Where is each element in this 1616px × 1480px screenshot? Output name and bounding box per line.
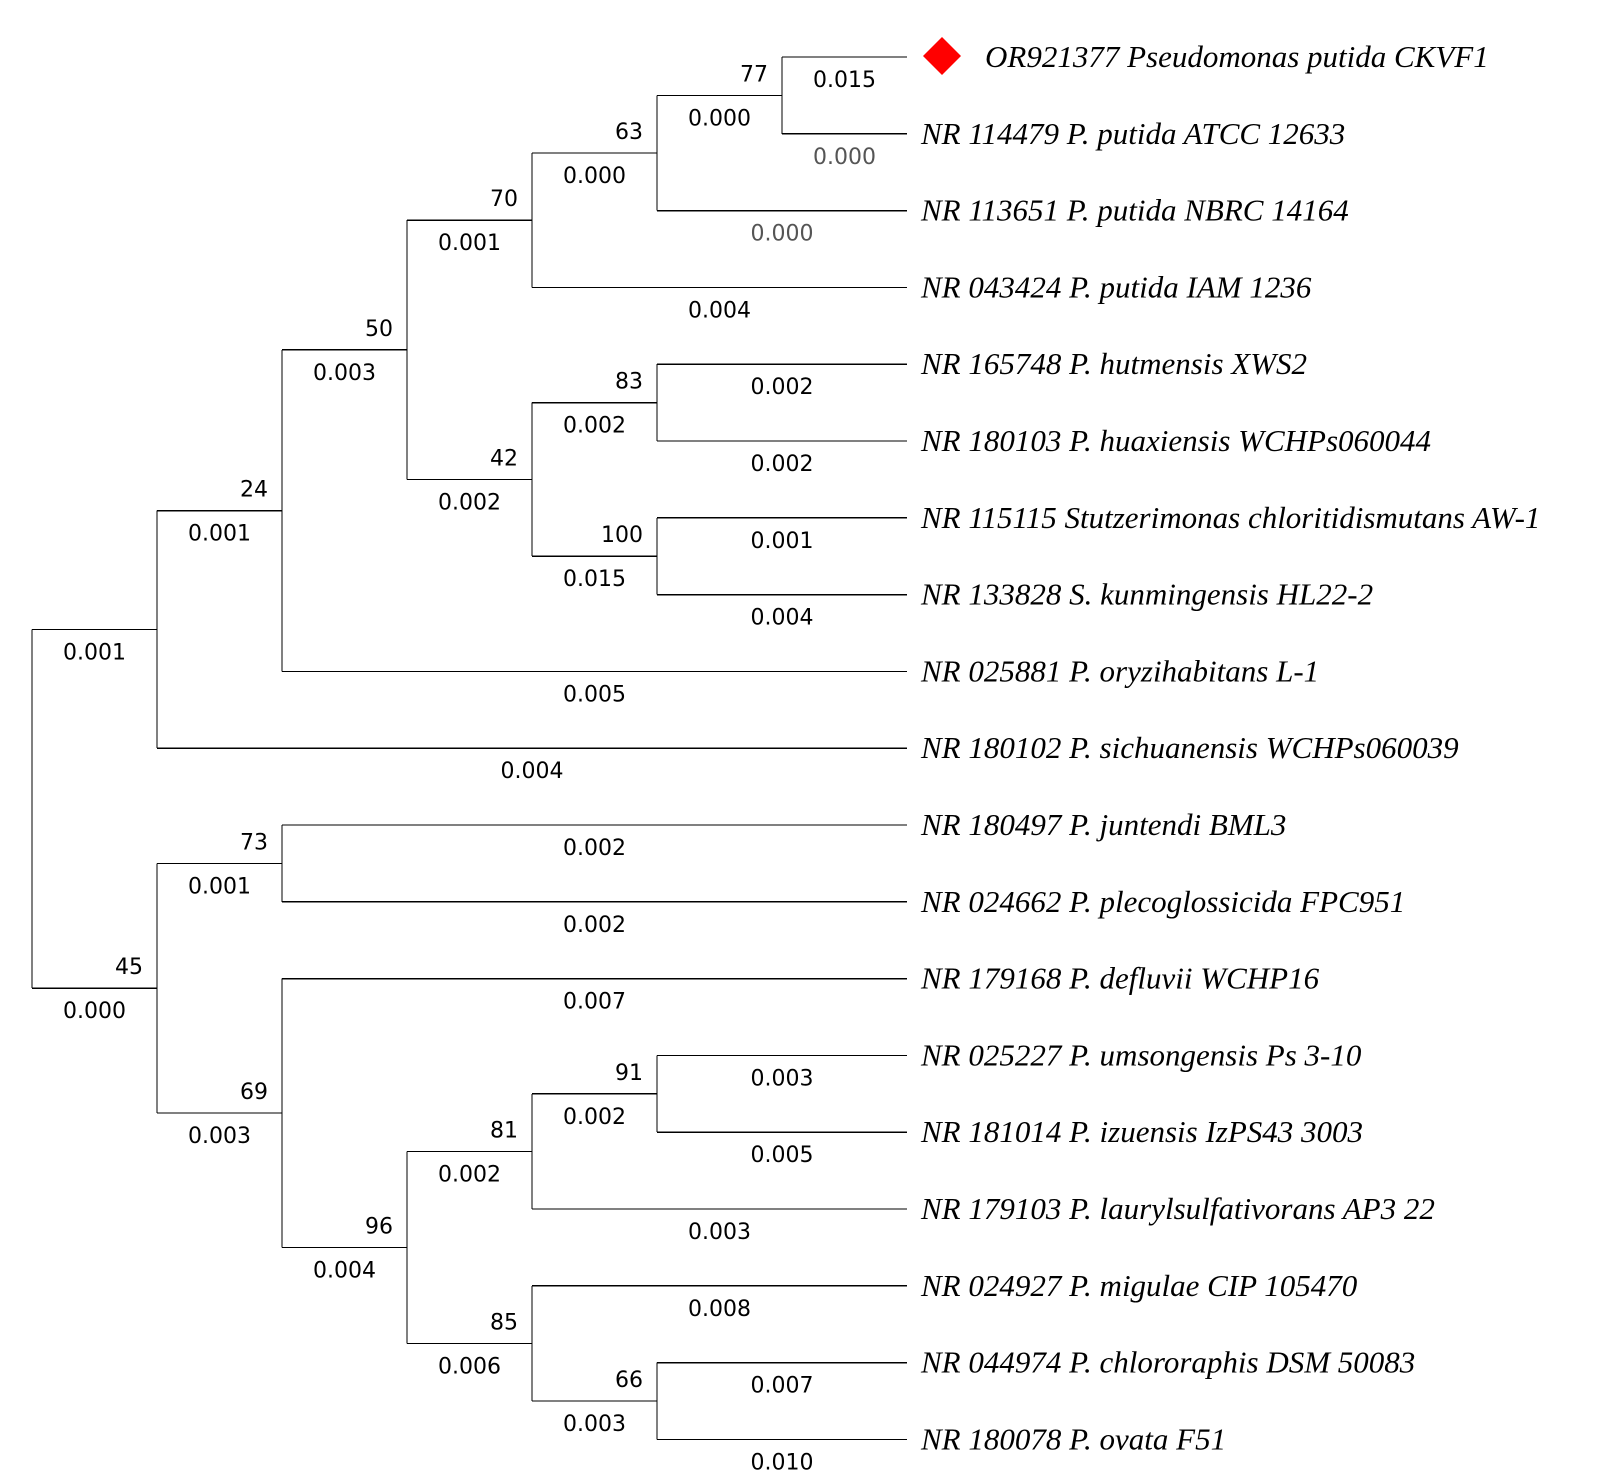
branch-length-nB2: 0.003 — [188, 1124, 251, 1149]
branch-length-t11: 0.002 — [563, 836, 626, 861]
bootstrap-nB: 45 — [115, 955, 143, 980]
taxon-label-t2: NR 114479 P. putida ATCC 12633 — [920, 116, 1345, 151]
branch-length-nA8: 0.015 — [563, 567, 626, 592]
branch-length-nA6: 0.000 — [688, 106, 751, 131]
branch-length-t15: 0.005 — [751, 1143, 814, 1168]
branch-length-t8: 0.004 — [751, 606, 814, 631]
branch-length-nA7: 0.002 — [563, 414, 626, 439]
branch-length-t6: 0.002 — [751, 452, 814, 477]
bootstrap-nB7: 66 — [615, 1368, 643, 1393]
branch-length-nB4: 0.002 — [438, 1162, 501, 1187]
branch-length-nA3: 0.001 — [438, 231, 501, 256]
branch-length-nB3: 0.004 — [313, 1258, 376, 1283]
taxon-label-t1: OR921377 Pseudomonas putida CKVF1 — [985, 39, 1489, 74]
bootstrap-nA2: 50 — [365, 317, 393, 342]
bootstrap-nA1: 24 — [240, 478, 268, 503]
branch-length-t5: 0.002 — [751, 375, 814, 400]
branch-length-t14: 0.003 — [751, 1066, 814, 1091]
bootstrap-nA3: 70 — [490, 187, 518, 212]
branch-length-nA5: 0.000 — [563, 164, 626, 189]
taxon-label-t9: NR 025881 P. oryzihabitans L-1 — [920, 653, 1319, 688]
branch-length-nA1: 0.001 — [188, 522, 251, 547]
tree-labels: 0.001 0.000 0.001 0.004 0.003 0.005 0.001 0.002… — [63, 37, 1540, 1475]
tree-branches — [31, 56, 907, 1441]
branch-length-t9: 0.005 — [563, 682, 626, 707]
branch-length-nB7: 0.003 — [563, 1412, 626, 1437]
bootstrap-nB3: 96 — [365, 1214, 393, 1239]
taxon-label-t17: NR 024927 P. migulae CIP 105470 — [920, 1268, 1358, 1303]
bootstrap-nB5: 85 — [490, 1310, 518, 1335]
taxon-label-t8: NR 133828 S. kunmingensis HL22-2 — [920, 577, 1373, 612]
bootstrap-nA8: 100 — [601, 523, 643, 548]
bootstrap-nA4: 42 — [490, 446, 518, 471]
branch-length-t3: 0.000 — [751, 222, 814, 247]
taxon-label-t5: NR 165748 P. hutmensis XWS2 — [920, 346, 1307, 381]
branch-length-t18: 0.007 — [751, 1374, 814, 1399]
bootstrap-nB4: 81 — [490, 1118, 518, 1143]
branch-length-t7: 0.001 — [751, 529, 814, 554]
taxon-label-t15: NR 181014 P. izuensis IzPS43 3003 — [920, 1114, 1363, 1149]
taxon-label-t19: NR 180078 P. ovata F51 — [920, 1421, 1226, 1456]
branch-length-nA: 0.001 — [63, 640, 126, 665]
bootstrap-nB2: 69 — [240, 1080, 268, 1105]
taxon-label-t16: NR 179103 P. laurylsulfativorans AP3 22 — [920, 1191, 1435, 1226]
branch-length-t10: 0.004 — [501, 759, 564, 784]
bootstrap-nB6: 91 — [615, 1061, 643, 1086]
taxon-label-t14: NR 025227 P. umsongensis Ps 3-10 — [920, 1037, 1362, 1072]
branch-length-t19: 0.010 — [751, 1450, 814, 1475]
bootstrap-nA6: 77 — [740, 62, 768, 87]
branch-length-t1: 0.015 — [813, 68, 876, 93]
branch-length-t2: 0.000 — [813, 145, 876, 170]
taxon-label-t18: NR 044974 P. chlororaphis DSM 50083 — [920, 1345, 1415, 1380]
taxon-label-t11: NR 180497 P. juntendi BML3 — [920, 807, 1286, 842]
taxon-label-t3: NR 113651 P. putida NBRC 14164 — [920, 193, 1349, 228]
branch-length-t17: 0.008 — [688, 1297, 751, 1322]
branch-length-nB1: 0.001 — [188, 874, 251, 899]
branch-length-nB6: 0.002 — [563, 1105, 626, 1130]
taxon-label-t12: NR 024662 P. plecoglossicida FPC951 — [920, 884, 1405, 919]
branch-length-nA4: 0.002 — [438, 490, 501, 515]
bootstrap-nA7: 83 — [615, 370, 643, 395]
branch-length-nB: 0.000 — [63, 999, 126, 1024]
query-marker-icon — [923, 37, 961, 75]
taxon-label-t13: NR 179168 P. defluvii WCHP16 — [920, 961, 1320, 996]
taxon-label-t4: NR 043424 P. putida IAM 1236 — [920, 269, 1312, 304]
taxon-label-t10: NR 180102 P. sichuanensis WCHPs060039 — [920, 730, 1459, 765]
taxon-label-t6: NR 180103 P. huaxiensis WCHPs060044 — [920, 423, 1431, 458]
branch-length-nB5: 0.006 — [438, 1354, 501, 1379]
branch-length-t16: 0.003 — [688, 1220, 751, 1245]
branch-length-t13: 0.007 — [563, 990, 626, 1015]
branch-length-nA2: 0.003 — [313, 361, 376, 386]
taxon-label-t7: NR 115115 Stutzerimonas chloritidismutan… — [920, 500, 1540, 535]
bootstrap-nA5: 63 — [615, 120, 643, 145]
branch-length-t4: 0.004 — [688, 298, 751, 323]
bootstrap-nB1: 73 — [240, 830, 268, 855]
branch-length-t12: 0.002 — [563, 913, 626, 938]
